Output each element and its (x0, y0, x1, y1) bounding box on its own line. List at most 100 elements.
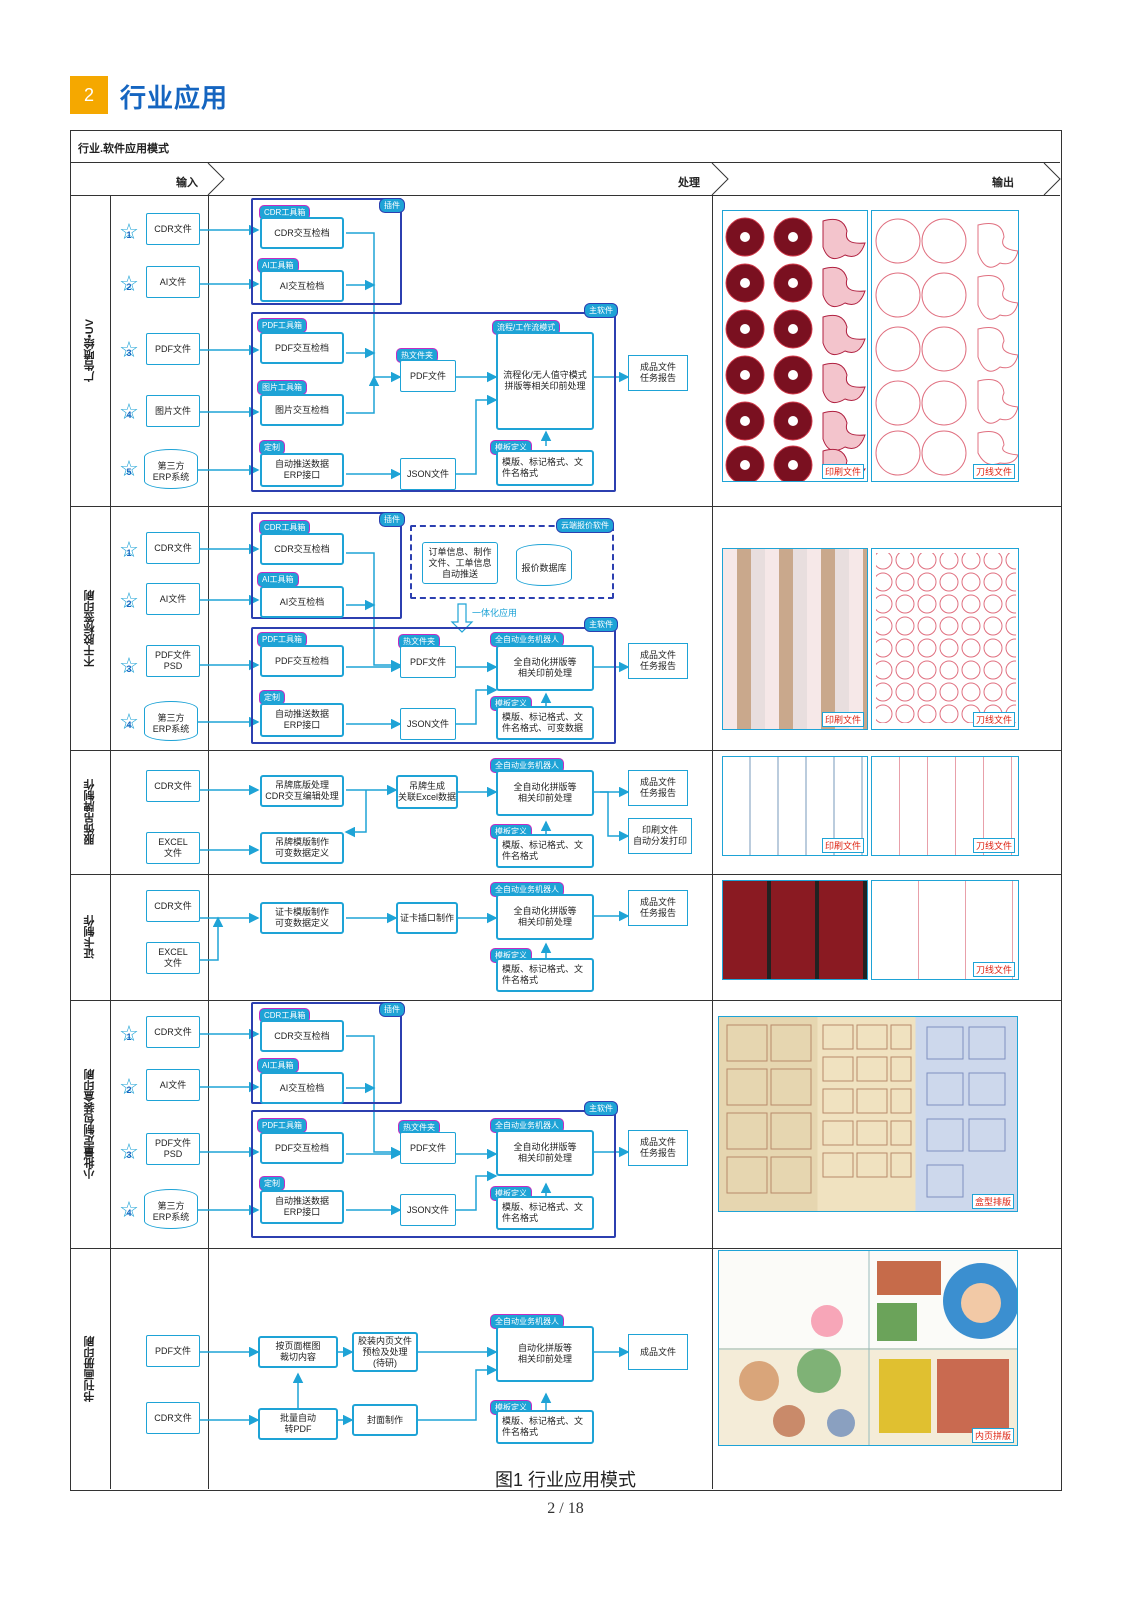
ai-check-box: AI交互检档 (260, 1072, 344, 1104)
row-label-apparel-tag: 服饰吊牌制作 (84, 779, 96, 845)
step-star-icon: ☆2 (119, 271, 139, 296)
ai-check-box: AI交互检档 (260, 586, 344, 618)
cdr-check-box: CDR交互检档 (260, 217, 344, 249)
output-finished-file: 成品文件任务报告 (628, 770, 688, 806)
grid-line (712, 195, 713, 1489)
cut-line-preview: 刀线文件 (871, 756, 1019, 856)
input-cdr-file: CDR文件 (146, 532, 200, 564)
pdf-check-box: PDF交互检档 (260, 1132, 344, 1164)
json-output-file: JSON文件 (400, 1194, 456, 1226)
grid-line (110, 195, 111, 1489)
row-label-sticker-label: 不干胶标签印刷 (84, 589, 96, 667)
cloud-quote-group (410, 525, 614, 599)
card-slot-box: 证卡插口制作 (396, 902, 458, 934)
input-pdf-file: PDF文件 (146, 333, 200, 365)
input-cdr-file: CDR文件 (146, 890, 200, 922)
plugin-tag: 插件 (379, 512, 405, 527)
plugin-tag: 插件 (379, 1002, 405, 1017)
cut-line-graphic (876, 553, 1016, 723)
inner-page-graphic (719, 1251, 1017, 1445)
input-image-file: 图片文件 (146, 395, 200, 427)
cut-line-graphic (875, 218, 1018, 476)
cover-making-box: 封面制作 (352, 1404, 418, 1436)
main-software-group (251, 1110, 616, 1238)
cut-line-preview: 刀线文件 (871, 210, 1019, 482)
print-file-preview (722, 880, 868, 980)
print-file-preview: 印刷文件 (722, 548, 868, 730)
ai-check-box: AI交互检档 (260, 270, 344, 302)
output-print-dispatch: 印刷文件自动分发打印 (628, 818, 692, 854)
step-star-icon: ☆3 (119, 1139, 139, 1164)
tag-generate-box: 吊牌生成关联Excel数据 (396, 775, 458, 809)
cut-file-label: 刀线文件 (972, 464, 1015, 479)
figure-caption: 图1 行业应用模式 (494, 1470, 636, 1490)
step-star-icon: ☆1 (119, 219, 139, 244)
main-software-tag: 主软件 (584, 1101, 618, 1116)
main-software-tag: 主软件 (584, 303, 618, 318)
pdf-output-file: PDF文件 (400, 360, 456, 392)
box-layout-label: 盒型排版 (971, 1194, 1014, 1209)
main-software-tag: 主软件 (584, 617, 618, 632)
main-software-group (251, 627, 616, 744)
flow-process-box: 流程化/无人值守模式拼版等相关印前处理 (496, 332, 594, 430)
cut-line-preview: 刀线文件 (871, 548, 1019, 730)
custom-tag: 定制 (259, 1176, 285, 1191)
output-finished-file: 成品文件任务报告 (628, 355, 688, 391)
col-output-header: 输出 (992, 177, 1014, 189)
row-label-advert-uv: 广告喷绘•UV (84, 318, 96, 383)
box-layout-preview: 盒型排版 (718, 1016, 1018, 1212)
cdr-toolbox-tag: CDR工具箱 (259, 520, 311, 535)
ai-toolbox-tag: AI工具箱 (257, 1058, 299, 1073)
grid-line (70, 506, 1061, 507)
page-number: 2 / 18 (547, 1500, 584, 1517)
auto-process-box: 全自动化拼版等相关印前处理 (496, 770, 594, 816)
table-header-row: 输入 处理 输出 (70, 163, 1060, 196)
grid-line (70, 750, 1061, 751)
main-software-group (251, 312, 616, 492)
pdf-check-box: PDF交互检档 (260, 332, 344, 364)
output-finished-file: 成品文件任务报告 (628, 890, 688, 926)
template-box: 模版、标记格式、文件名格式 (496, 1410, 594, 1444)
row-label-card-making: 证卡制作 (84, 915, 96, 959)
step-star-icon: ☆1 (119, 537, 139, 562)
image-check-box: 图片交互检档 (260, 394, 344, 426)
cdr-check-box: CDR交互检档 (260, 1020, 344, 1052)
crop-by-frame-box: 按页面框图裁切内容 (258, 1336, 338, 1368)
print-file-preview: 印刷文件 (722, 210, 868, 482)
plugin-group (251, 198, 402, 305)
batch-to-pdf-box: 批量自动转PDF (258, 1408, 338, 1440)
grid-line (208, 195, 209, 1489)
json-output-file: JSON文件 (400, 458, 456, 490)
cut-file-label: 刀线文件 (972, 838, 1015, 853)
input-ai-file: AI文件 (146, 583, 200, 615)
step-star-icon: ☆1 (119, 1021, 139, 1046)
output-finished-file: 成品文件任务报告 (628, 1130, 688, 1166)
auto-process-box: 自动化拼版等相关印前处理 (496, 1326, 594, 1382)
section-title: 行业应用 (120, 83, 229, 113)
print-sheet-graphic (725, 217, 866, 481)
print-file-label: 印刷文件 (821, 838, 864, 853)
pdf-toolbox-tag: PDF工具箱 (257, 318, 307, 333)
table-title: 行业.软件应用模式 (78, 143, 170, 155)
inner-page-preview: 内页拼版 (718, 1250, 1018, 1446)
auto-process-box: 全自动化拼版等相关印前处理 (496, 1130, 594, 1176)
input-cdr-file: CDR文件 (146, 770, 200, 802)
order-push-box: 订单信息、制作文件、工单信息自动推送 (422, 542, 498, 584)
inner-page-label: 内页拼版 (971, 1428, 1014, 1443)
input-ai-file: AI文件 (146, 266, 200, 298)
print-file-label: 印刷文件 (821, 712, 864, 727)
input-cdr-file: CDR文件 (146, 1016, 200, 1048)
col-process-header: 处理 (678, 177, 700, 189)
ai-toolbox-tag: AI工具箱 (257, 572, 299, 587)
auto-process-box: 全自动化拼版等相关印前处理 (496, 645, 594, 691)
cut-line-preview: 刀线文件 (871, 880, 1019, 980)
quote-database: 报价数据库 (516, 544, 572, 586)
